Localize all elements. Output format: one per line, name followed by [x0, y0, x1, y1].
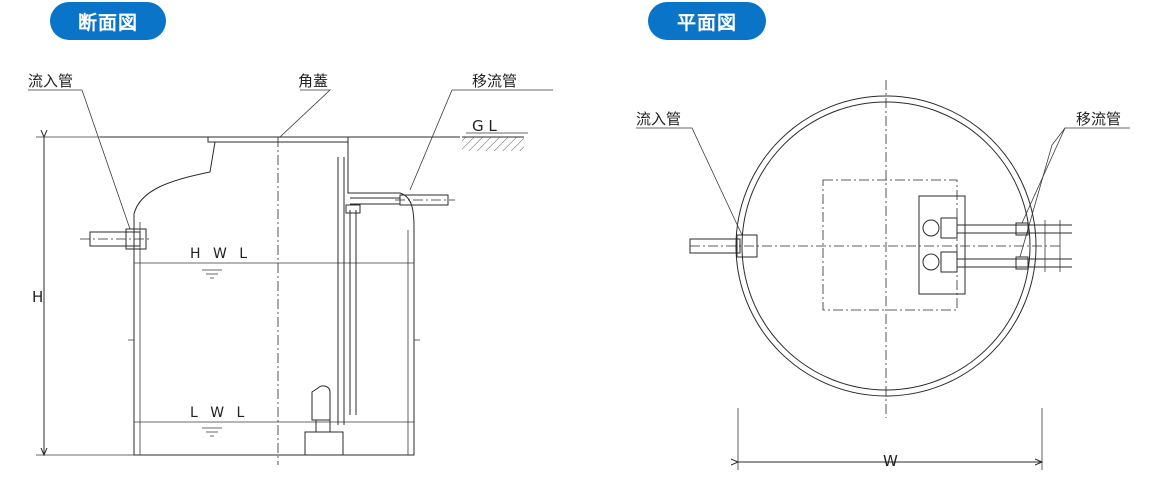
ground-hatch	[462, 137, 524, 151]
plan-view: 流入管 移流管 W	[636, 80, 1130, 470]
section-inlet-label: 流入管	[28, 72, 73, 90]
transfer-pipe-2	[957, 258, 1072, 268]
lwl-label: L W L	[190, 405, 248, 421]
pump-2	[922, 253, 940, 271]
pump-base	[918, 195, 966, 295]
plan-inlet-pipe	[689, 238, 741, 254]
gl-label: G L	[472, 117, 497, 135]
hwl-label: H W L	[190, 246, 251, 262]
section-transfer-label: 移流管	[472, 72, 517, 90]
plan-transfer-label: 移流管	[1076, 110, 1121, 128]
inlet-pipe	[89, 231, 141, 247]
pump	[311, 385, 331, 421]
lid-label: 角蓋	[298, 72, 328, 90]
width-label: W	[883, 452, 898, 470]
plan-view-heading: 平面図	[648, 2, 766, 40]
manhole-opening	[822, 179, 958, 311]
pump-1	[922, 219, 940, 237]
section-view: 流入管 角蓋 移流管 G L H W L L W L H	[28, 72, 553, 465]
transfer-pipe-1	[957, 224, 1072, 234]
tank-body	[133, 141, 415, 456]
height-label: H	[32, 288, 43, 306]
plan-inlet-label: 流入管	[636, 110, 681, 128]
section-view-heading: 断面図	[50, 2, 166, 40]
